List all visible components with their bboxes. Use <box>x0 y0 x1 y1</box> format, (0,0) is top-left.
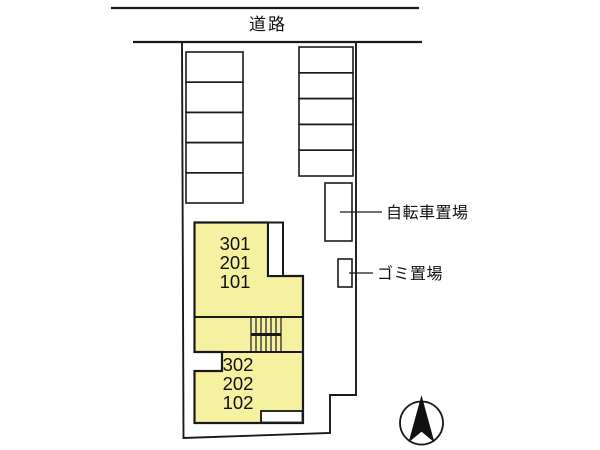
parking-stall <box>185 172 244 204</box>
staircase <box>250 317 282 352</box>
building-bottom-notch <box>260 410 304 424</box>
upper-unit-numbers: 301 201 101 <box>220 233 251 292</box>
parking-stall <box>185 51 244 84</box>
parking-stall <box>298 123 354 152</box>
north-arrow-icon <box>408 395 435 443</box>
garbage-area: ゴミ置場 <box>337 258 443 288</box>
parking-stall <box>298 72 354 100</box>
unit-number: 202 <box>223 373 254 394</box>
compass <box>399 395 444 446</box>
unit-number: 302 <box>223 354 254 375</box>
parking-column-right <box>298 46 354 177</box>
bicycle-parking: 自転車置場 <box>324 182 469 242</box>
parking-column-left <box>185 51 244 204</box>
unit-number: 201 <box>220 252 251 273</box>
bicycle-parking-label: 自転車置場 <box>386 204 469 222</box>
unit-number: 301 <box>220 233 251 254</box>
parking-stall <box>185 141 244 174</box>
parking-stall <box>185 81 244 114</box>
lower-unit-numbers: 302 202 102 <box>223 354 254 413</box>
building-entrance-notch <box>267 221 284 277</box>
road: 道路 <box>111 6 422 44</box>
parking-stall <box>298 149 354 177</box>
parking-stall <box>298 97 354 126</box>
building: 301 201 101 302 202 102 <box>193 221 305 425</box>
unit-number: 102 <box>223 392 254 413</box>
parking-stall <box>298 46 354 74</box>
unit-number: 101 <box>220 271 251 292</box>
parking-stall <box>185 111 244 144</box>
road-label: 道路 <box>249 15 287 34</box>
garbage-area-label: ゴミ置場 <box>377 264 443 283</box>
property-boundary <box>181 41 357 439</box>
